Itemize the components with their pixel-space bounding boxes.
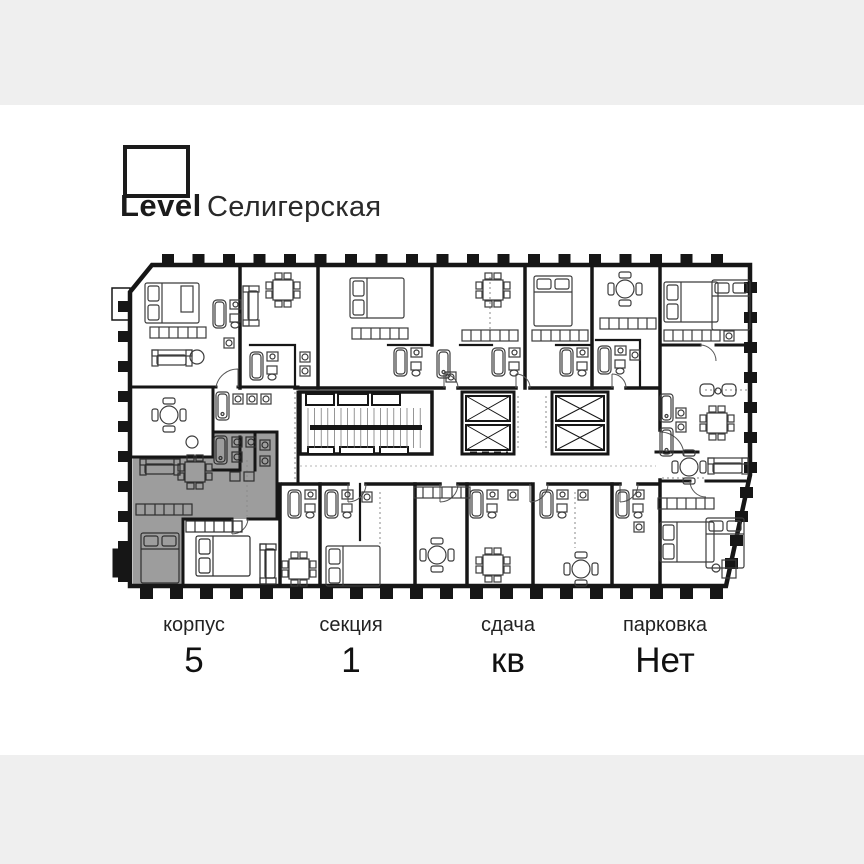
info-building: корпус 5 [109,614,279,681]
building-walls [111,262,753,589]
info-section-value: 1 [341,641,361,680]
info-section: секция 1 [266,614,436,681]
project-name: Селигерская [207,191,382,223]
elevator-x-boxes [465,395,605,451]
elevator-shafts [460,390,610,456]
info-building-value: 5 [184,641,204,680]
info-delivery: сдача кв [423,614,593,681]
balcony-left [111,287,131,321]
staircase [298,390,434,456]
info-parking: парковка Нет [580,614,750,681]
furniture [144,271,751,587]
info-section-label: секция [319,614,383,636]
info-parking-label: парковка [622,614,708,636]
highlighted-apartment-furniture [135,435,277,585]
pilaster-left [112,548,132,578]
info-parking-value: Нет [635,641,695,680]
stair-rail [310,425,422,430]
info-delivery-value: кв [491,641,525,680]
info-delivery-label: сдача [481,614,535,636]
logo-text: Level [120,188,202,223]
info-building-label: корпус [163,614,225,636]
level-logo-square-icon [123,145,190,198]
